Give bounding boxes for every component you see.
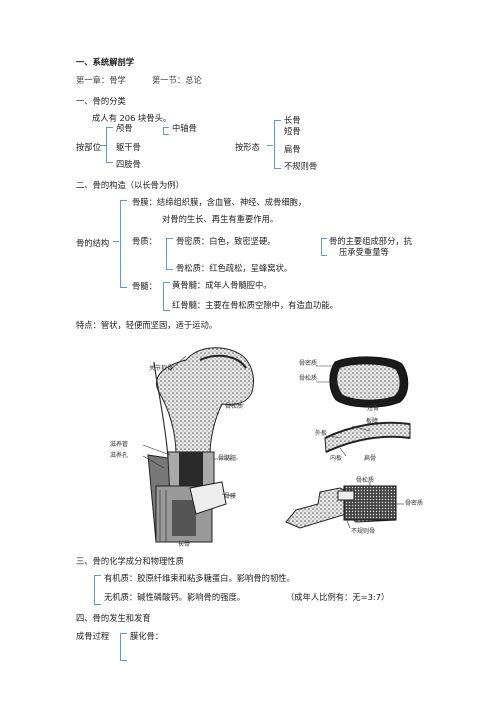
label-articular-cartilage: 关节软骨 — [149, 365, 174, 372]
short-bone-illustration — [316, 356, 409, 408]
part-item: 中轴骨 — [172, 123, 197, 133]
inorganic-text: 无机质：碱性磷酸钙。影响骨的强度。 — [104, 592, 246, 602]
yellow-marrow-text: 黄骨髓：成年人骨髓腔中。 — [172, 280, 272, 290]
process-label: 成骨过程 — [76, 631, 110, 641]
label-spongy-bone: 骨松质 — [225, 403, 244, 410]
caption-long-bone: 长骨 — [178, 541, 191, 548]
organic-text: 有机质：胶原纤维束和粘多糖蛋白。影响骨的韧性。 — [104, 573, 295, 583]
s1-title: 一、骨的分类 — [76, 96, 126, 106]
by-part-label: 按部位 — [76, 142, 101, 152]
label-nutrient-vessel: 滋养管 — [110, 441, 129, 448]
long-bone-leaders — [142, 355, 245, 497]
flat-bone-illustration — [324, 421, 411, 457]
red-marrow-text: 红骨髓：主要在骨松质空隙中，有造血功能。 — [172, 300, 338, 310]
ratio-text: （成年人比例有：无=3:7） — [286, 592, 390, 602]
section-title: 第一节：总论 — [152, 75, 202, 85]
s2-title: 二、骨的构造（以长骨为例） — [76, 180, 184, 190]
long-bone-illustration — [147, 347, 254, 543]
structure-brace — [120, 200, 127, 288]
substance-label: 骨质： — [132, 236, 157, 246]
shape-item: 扁骨 — [284, 144, 301, 154]
irregular-bone-illustration — [285, 482, 404, 529]
caption-flat-bone: 扁骨 — [364, 455, 377, 462]
by-part-tick — [100, 145, 106, 146]
part-item: 四肢骨 — [116, 159, 141, 169]
marrow-brace — [163, 282, 170, 311]
shape-item: 不规则骨 — [284, 161, 318, 171]
label-short-spongy: 骨松质 — [299, 375, 318, 382]
spongy-text: 骨松质：红色疏松，呈蜂窝状。 — [176, 263, 293, 273]
marrow-label: 骨髓： — [132, 281, 157, 291]
main-heading: 一、系统解剖学 — [76, 57, 135, 67]
substance-note: 骨的主要组成部分，抗 — [329, 236, 412, 246]
caption-short-bone: 短骨 — [367, 405, 380, 412]
structure-tick — [113, 241, 119, 242]
shape-item: 长骨 — [284, 115, 301, 125]
label-nutrient-foramen: 滋养孔 — [110, 452, 129, 459]
label-irregular-spongy: 骨松质 — [356, 477, 375, 484]
part-item: 躯干骨 — [116, 142, 141, 152]
by-shape-brace — [274, 120, 281, 169]
s3-title: 三、骨的化学成分和物理性质 — [76, 556, 184, 566]
chapter-title: 第一章：骨学 — [76, 75, 126, 85]
membranous-label: 膜化骨： — [130, 631, 164, 641]
note-brace — [321, 238, 327, 256]
part-item: 颅骨 — [116, 123, 133, 133]
substance-brace — [166, 238, 173, 270]
periosteum-text-2: 对骨的生长、再生有重要作用。 — [162, 214, 279, 224]
axial-brace — [163, 127, 169, 135]
label-periosteum: 骨膜 — [224, 493, 237, 500]
shape-item: 短骨 — [284, 126, 301, 136]
process-brace — [120, 633, 127, 661]
feature-text: 特点：管状，轻便而坚固，适于运动。 — [76, 320, 218, 330]
by-shape-tick — [267, 145, 273, 146]
caption-irregular-bone: 不规则骨 — [351, 528, 376, 535]
chem-brace — [94, 575, 101, 605]
substance-note-2: 压承受重量等 — [339, 247, 389, 257]
structure-root: 骨的结构 — [76, 238, 110, 248]
label-marrow-cavity: 骨髓腔 — [218, 455, 237, 462]
s1-intro: 成人有 206 块骨头。 — [92, 113, 172, 123]
by-part-brace — [106, 127, 113, 163]
label-diploe: 板障 — [366, 418, 379, 425]
label-inner-table: 内板 — [330, 455, 343, 462]
compact-text: 骨密质：白色，致密坚硬。 — [176, 236, 276, 246]
label-short-compact: 骨密质 — [299, 360, 318, 367]
periosteum-text: 骨膜：结缔组织膜，含血管、神经、成骨细胞， — [132, 197, 307, 207]
s4-title: 四、骨的发生和发育 — [76, 613, 151, 623]
label-outer-table: 外板 — [315, 430, 328, 437]
label-irregular-compact: 骨密质 — [405, 500, 424, 507]
by-shape-label: 按形态 — [235, 142, 260, 152]
